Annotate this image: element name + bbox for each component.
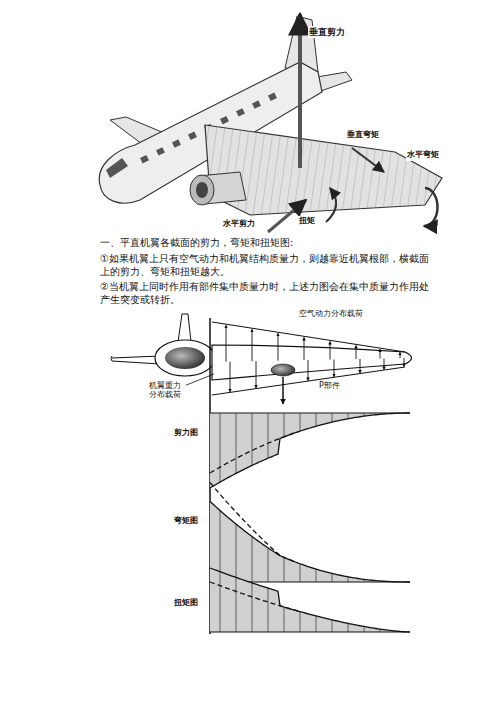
paragraph: ①如果机翼上只有空气动力和机翼结构质量力，则越靠近机翼根部，横截面上的剪力、弯矩… bbox=[100, 252, 430, 279]
paragraph: ②当机翼上同时作用有部件集中质量力时，上述力图会在集中质量力作用处产生突变或转折… bbox=[100, 280, 430, 307]
airplane bbox=[99, 16, 442, 215]
chart-label: 扭矩图 bbox=[173, 598, 199, 609]
wing-load-diagram bbox=[111, 314, 412, 634]
heading: 一、平直机翼各截面的剪力，弯矩和扭矩图: bbox=[100, 236, 430, 250]
force-label: 扭矩 bbox=[298, 216, 316, 227]
force-label: 水平剪力 bbox=[222, 219, 256, 230]
force-label: 空气动力分布载荷 bbox=[298, 309, 364, 320]
force-arrows bbox=[268, 14, 438, 232]
force-label: P部件 bbox=[318, 381, 341, 392]
force-label: 机翼重力分布载荷 bbox=[148, 381, 186, 399]
force-label: 水平弯矩 bbox=[406, 150, 440, 161]
chart-label: 弯矩图 bbox=[173, 516, 199, 527]
force-charts bbox=[210, 413, 410, 632]
force-label: 垂直弯矩 bbox=[346, 130, 380, 141]
chart-label: 剪力图 bbox=[173, 428, 199, 439]
force-label: 垂直剪力 bbox=[308, 26, 346, 38]
